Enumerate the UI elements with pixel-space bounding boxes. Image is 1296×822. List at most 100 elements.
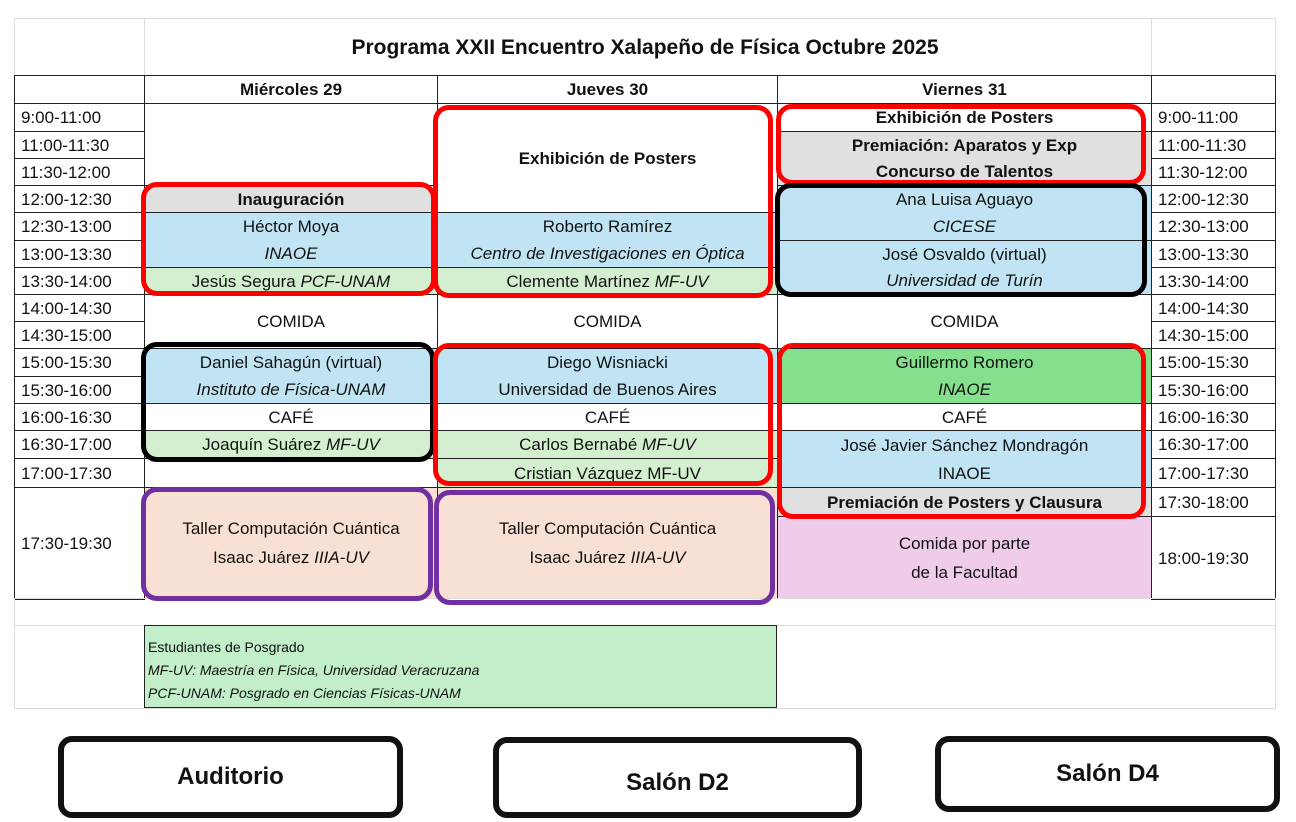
time-slot-left: 12:30-13:00: [14, 212, 145, 241]
event-closing-ceremony: Premiación de Posters y Clausura: [777, 487, 1152, 517]
event-poster-exhibition: Exhibición de Posters: [777, 103, 1152, 132]
day-header-wednesday: Miércoles 29: [144, 75, 438, 104]
event-faculty-lunch: Comida por parte de la Facultad: [777, 516, 1152, 599]
talk-daniel-sahagun: Daniel Sahagún (virtual) Instituto de Fís…: [144, 348, 438, 404]
talk-carlos-bernabe: Carlos Bernabé MF-UV: [437, 430, 778, 459]
day-header-thursday: Jueves 30: [437, 75, 778, 104]
institution: Instituto de Física-UNAM: [196, 380, 386, 399]
legend-salon-d2: Salón D2: [493, 737, 862, 818]
talk-jesus-segura: Jesús Segura PCF-UNAM: [144, 267, 438, 295]
lunch-break: COMIDA: [144, 294, 438, 349]
day-header-friday: Viernes 31: [777, 75, 1152, 104]
time-slot-left: 14:30-15:00: [14, 321, 145, 349]
blank-row: [14, 598, 1276, 626]
institution: CICESE: [932, 217, 997, 236]
workshop-title: Taller Computación Cuántica: [498, 519, 717, 538]
header-blank: [1151, 75, 1276, 104]
talk-joaquin-suarez: Joaquín Suárez MF-UV: [144, 430, 438, 459]
page-title: Programa XXII Encuentro Xalapeño de Físi…: [14, 18, 1276, 76]
time-slot-right: 13:00-13:30: [1151, 240, 1276, 268]
speaker: Isaac Juárez: [213, 548, 315, 567]
institution: PCF-UNAM: [300, 272, 391, 291]
time-slot-right: 14:00-14:30: [1151, 294, 1276, 322]
institution: INAOE: [938, 380, 991, 399]
lunch-break: COMIDA: [777, 294, 1152, 349]
note-line: MF-UV: Maestría en Física, Universidad V…: [148, 662, 480, 678]
faculty-lunch-line2: de la Facultad: [911, 562, 1018, 582]
empty-slot: [144, 458, 438, 488]
time-slot-left: 15:00-15:30: [14, 348, 145, 377]
time-slot-left: 15:30-16:00: [14, 376, 145, 404]
time-slot-right: 11:00-11:30: [1151, 131, 1276, 159]
notes-legend: Estudiantes de Posgrado MF-UV: Maestría …: [144, 625, 777, 708]
title-spacer-right: [1151, 18, 1276, 76]
institution: INAOE: [264, 244, 318, 263]
faculty-lunch-line1: Comida por parte: [898, 533, 1031, 553]
speaker: Clemente Martínez: [506, 272, 655, 291]
time-slot-left: 17:30-19:30: [14, 487, 145, 600]
legend-auditorio: Auditorio: [58, 736, 403, 818]
coffee-break: CAFÉ: [437, 403, 778, 431]
empty-slot: [144, 103, 438, 186]
speaker: Guillermo Romero: [895, 353, 1034, 372]
institution: Centro de Investigaciones en Óptica: [470, 244, 745, 263]
time-slot-right: 17:00-17:30: [1151, 458, 1276, 488]
lunch-break: COMIDA: [437, 294, 778, 349]
time-slot-left: 16:00-16:30: [14, 403, 145, 431]
institution: INAOE: [938, 463, 991, 483]
speaker: José Osvaldo (virtual): [882, 244, 1047, 264]
institution: Universidad de Turín: [886, 271, 1043, 291]
speaker: Carlos Bernabé: [519, 435, 642, 454]
speaker: Daniel Sahagún (virtual): [199, 353, 383, 372]
time-slot-right: 18:00-19:30: [1151, 516, 1276, 600]
time-slot-left: 14:00-14:30: [14, 294, 145, 322]
institution: MF-UV: [325, 435, 380, 454]
time-slot-right: 15:00-15:30: [1151, 348, 1276, 377]
title-spacer-left: [14, 18, 145, 76]
speaker: Isaac Juárez: [529, 548, 631, 567]
time-slot-left: 13:00-13:30: [14, 240, 145, 268]
time-slot-right: 17:30-18:00: [1151, 487, 1276, 517]
time-slot-right: 16:30-17:00: [1151, 430, 1276, 459]
speaker: Joaquín Suárez: [202, 435, 326, 454]
speaker: Ana Luisa Aguayo: [895, 190, 1034, 209]
time-slot-left: 11:00-11:30: [14, 131, 145, 159]
event-inauguracion: Inauguración: [144, 185, 438, 213]
time-slot-left: 16:30-17:00: [14, 430, 145, 459]
talent-contest-label: Concurso de Talentos: [875, 162, 1054, 182]
time-slot-left: 11:30-12:00: [14, 158, 145, 186]
time-slot-right: 15:30-16:00: [1151, 376, 1276, 404]
speaker: José Javier Sánchez Mondragón: [840, 435, 1089, 455]
institution: Universidad de Buenos Aires: [498, 380, 717, 399]
institution: MF-UV: [654, 272, 709, 291]
note-line: Estudiantes de Posgrado: [148, 639, 305, 655]
time-slot-right: 12:00-12:30: [1151, 185, 1276, 213]
workshop-title: Taller Computación Cuántica: [182, 519, 400, 538]
speaker: Jesús Segura: [191, 272, 301, 291]
talk-clemente-martinez: Clemente Martínez MF-UV: [437, 267, 778, 295]
time-slot-right: 16:00-16:30: [1151, 403, 1276, 431]
time-slot-left: 17:00-17:30: [14, 458, 145, 488]
time-slot-right: 14:30-15:00: [1151, 321, 1276, 349]
speaker: Héctor Moya: [242, 217, 340, 236]
institution: MF-UV: [642, 435, 696, 454]
time-slot-right: 13:30-14:00: [1151, 267, 1276, 295]
awards-label: Premiación: Aparatos y Exp: [851, 135, 1078, 155]
institution: IIIA-UV: [630, 548, 686, 567]
time-slot-right: 12:30-13:00: [1151, 212, 1276, 241]
time-slot-right: 9:00-11:00: [1151, 103, 1276, 132]
time-slot-left: 12:00-12:30: [14, 185, 145, 213]
note-line: PCF-UNAM: Posgrado en Ciencias Físicas-U…: [148, 685, 461, 701]
event-poster-exhibition: Exhibición de Posters: [437, 103, 778, 213]
talk-jose-osvaldo: José Osvaldo (virtual) Universidad de Tur…: [777, 240, 1152, 295]
institution: IIIA-UV: [314, 548, 369, 567]
time-slot-right: 11:30-12:00: [1151, 158, 1276, 186]
